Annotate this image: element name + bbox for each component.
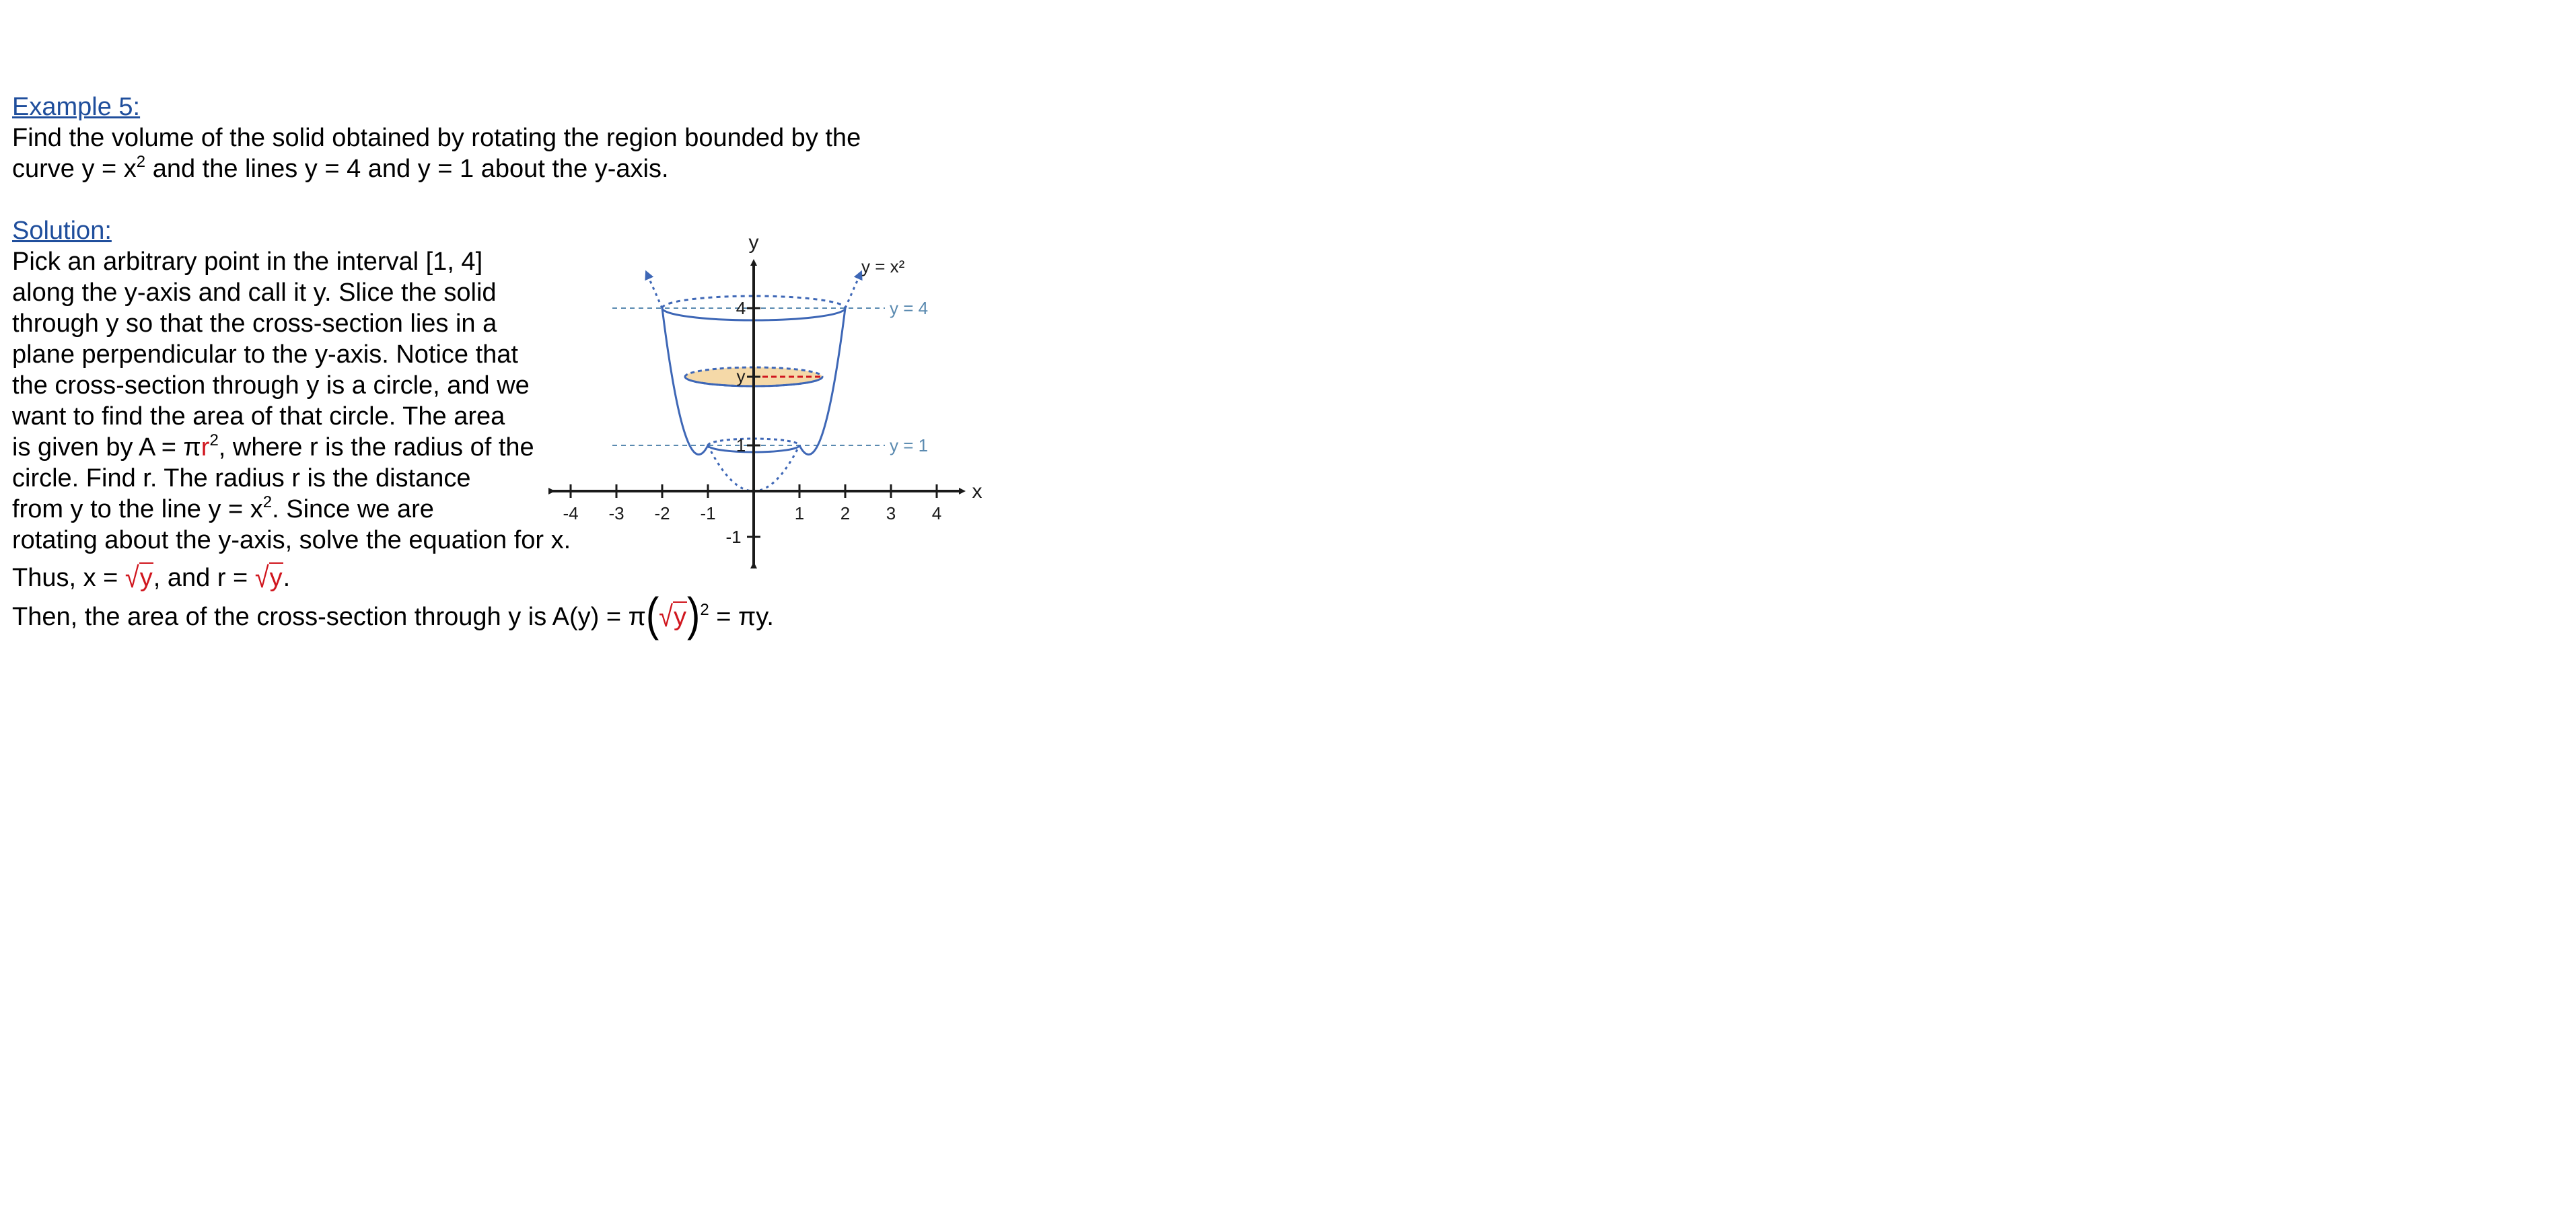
solution-line: along the y-axis and call it y. Slice th…: [12, 279, 497, 307]
y-tick-4-label: 4: [736, 298, 746, 318]
solution-line: plane perpendicular to the y-axis. Notic…: [12, 340, 518, 369]
x-tick-label: 1: [795, 503, 804, 523]
y-tick-marks: [747, 307, 760, 538]
x-tick-label: 4: [932, 503, 941, 523]
sqrt-y: √y: [124, 561, 153, 595]
line-y1-label: y = 1: [890, 435, 928, 455]
x-tick-label: 2: [840, 503, 850, 523]
curve-label: y = x²: [861, 256, 905, 277]
parabola-left: [661, 307, 709, 455]
x-axis-label: x: [972, 480, 982, 503]
x-tick-label: 3: [886, 503, 896, 523]
line-y4-label: y = 4: [890, 298, 928, 318]
top-ellipse-back: [661, 295, 847, 309]
x-tick-label: -4: [563, 503, 578, 523]
parabola-right: [798, 307, 847, 455]
solution-line: Pick an arbitrary point in the interval …: [12, 248, 483, 276]
solution-line: circle. Find r. The radius r is the dist…: [12, 464, 471, 492]
solution-line: rotating about the y-axis, solve the equ…: [12, 526, 571, 554]
solution-line: from y to the line y = x2. Since we are: [12, 493, 434, 524]
sqrt-y: √y: [254, 561, 283, 595]
solution-line: the cross-section through y is a circle,…: [12, 371, 530, 400]
solution-line: through y so that the cross-section lies…: [12, 309, 497, 338]
problem-line-1: Find the volume of the solid obtained by…: [12, 124, 861, 152]
x-tick-label: -2: [654, 503, 670, 523]
y-tick-neg-label: -1: [725, 527, 741, 547]
bottom-ellipse-back: [707, 437, 801, 446]
y-tick-1-label: 1: [736, 435, 746, 455]
y-tick-y-label: y: [737, 366, 746, 386]
example-heading: Example 5:: [12, 93, 141, 121]
solid-of-revolution-diagram: -4 -3 -2 -1 1 2 3 4 -1 4 1 y y x y = x² …: [548, 231, 982, 568]
sqrt-y: √y: [659, 600, 688, 634]
problem-line-2: curve y = x2 and the lines y = 4 and y =…: [12, 153, 669, 184]
x-tick-label: -1: [700, 503, 715, 523]
x-tick-marks: [569, 484, 938, 498]
solution-line: want to find the area of that circle. Th…: [12, 402, 505, 431]
x-tick-label: -3: [608, 503, 624, 523]
solution-line-thus: Thus, x = √y, and r = √y.: [12, 561, 291, 595]
y-axis-label: y: [749, 231, 759, 254]
solution-line: is given by A = πr2, where r is the radi…: [12, 431, 534, 462]
parabola-left-arrow: [645, 270, 664, 309]
solution-line-area: Then, the area of the cross-section thro…: [12, 588, 774, 641]
parabola-right-arrow: [844, 270, 863, 309]
solution-heading: Solution:: [12, 217, 112, 245]
